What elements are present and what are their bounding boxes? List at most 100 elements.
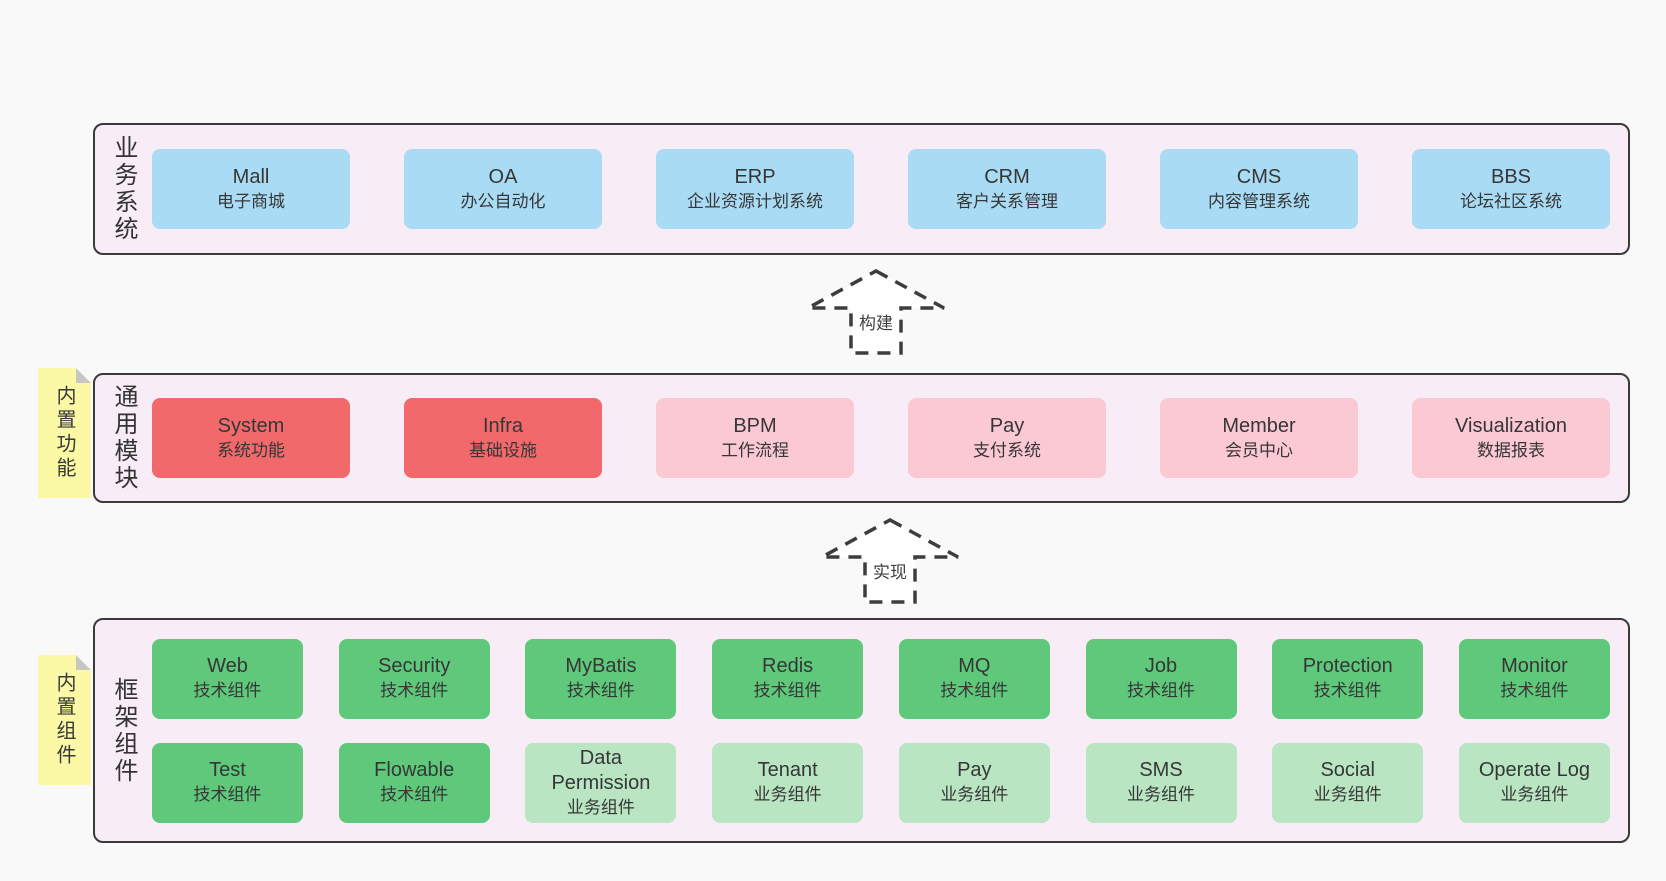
- folded-corner-icon: [76, 368, 91, 383]
- box-subtitle: 技术组件: [1127, 681, 1196, 700]
- box-subtitle: 客户关系管理: [956, 191, 1058, 211]
- box-bbs: BBS 论坛社区系统: [1412, 149, 1610, 229]
- layer-label-framework-components: 框架组件: [110, 676, 137, 785]
- sticky-note-text: 内置组件: [53, 672, 75, 768]
- box-title: SMS: [1139, 759, 1183, 781]
- box-subtitle: 技术组件: [566, 681, 635, 700]
- box-title: Pay: [989, 414, 1025, 437]
- box-visualization: Visualization 数据报表: [1412, 398, 1610, 478]
- box-mall: Mall 电子商城: [152, 149, 350, 229]
- box-title: MyBatis: [565, 655, 637, 677]
- box-flowable: Flowable 技术组件: [338, 742, 490, 823]
- box-bpm: BPM 工作流程: [656, 398, 854, 478]
- box-mq: MQ 技术组件: [898, 638, 1050, 719]
- box-subtitle: 业务组件: [1127, 785, 1196, 804]
- layer-common-modules: 通用模块 System 系统功能 Infra 基础设施 BPM 工作流程 Pay…: [93, 373, 1630, 503]
- box-web: Web 技术组件: [152, 638, 303, 719]
- box-crm: CRM 客户关系管理: [908, 149, 1106, 229]
- box-subtitle: 技术组件: [380, 681, 449, 700]
- box-title: Data Permission: [551, 746, 651, 794]
- sticky-note-built-in-features: 内置功能: [38, 368, 91, 498]
- box-subtitle: 办公自动化: [460, 191, 546, 211]
- box-subtitle: 业务组件: [753, 785, 822, 804]
- box-title: MQ: [958, 655, 991, 677]
- layer-label-common-modules: 通用模块: [110, 384, 137, 492]
- box-oa: OA 办公自动化: [404, 149, 602, 229]
- box-title: Visualization: [1455, 414, 1567, 437]
- box-subtitle: 会员中心: [1225, 440, 1293, 460]
- box-title: Infra: [482, 414, 524, 437]
- arrow-implement: 实现: [818, 516, 962, 606]
- box-subtitle: 企业资源计划系统: [687, 191, 823, 211]
- box-redis: Redis 技术组件: [712, 638, 864, 719]
- box-subtitle: 内容管理系统: [1208, 191, 1310, 211]
- box-title: BBS: [1490, 165, 1532, 188]
- box-title: Monitor: [1501, 655, 1568, 677]
- box-title: Web: [207, 655, 248, 677]
- box-title: Job: [1144, 655, 1178, 677]
- folded-corner-icon: [76, 655, 91, 670]
- box-subtitle: 电子商城: [217, 191, 285, 211]
- box-pay-business: Pay 业务组件: [898, 742, 1050, 823]
- box-row: Web 技术组件 Security 技术组件 MyBatis 技术组件 Redi…: [152, 638, 1610, 719]
- box-row: Test 技术组件 Flowable 技术组件 Data Permission …: [152, 742, 1610, 823]
- layer-business-systems: 业务系统 Mall 电子商城 OA 办公自动化 ERP 企业资源计划系统 CRM…: [93, 123, 1630, 255]
- arrow-build: 构建: [804, 267, 948, 357]
- box-subtitle: 业务组件: [566, 797, 635, 817]
- box-job: Job 技术组件: [1085, 638, 1237, 719]
- box-mybatis: MyBatis 技术组件: [525, 638, 677, 719]
- box-subtitle: 技术组件: [940, 681, 1009, 700]
- box-title: Mall: [232, 165, 270, 188]
- box-title: System: [217, 414, 285, 437]
- box-subtitle: 业务组件: [1500, 785, 1569, 804]
- box-title: Member: [1222, 414, 1296, 437]
- box-pay: Pay 支付系统: [908, 398, 1106, 478]
- layer-content: Web 技术组件 Security 技术组件 MyBatis 技术组件 Redi…: [152, 620, 1628, 841]
- box-subtitle: 论坛社区系统: [1460, 191, 1562, 211]
- box-cms: CMS 内容管理系统: [1160, 149, 1358, 229]
- box-infra: Infra 基础设施: [404, 398, 602, 478]
- sticky-note-built-in-components: 内置组件: [38, 655, 91, 785]
- box-title: Operate Log: [1478, 759, 1591, 781]
- box-title: Security: [378, 655, 451, 677]
- box-social: Social 业务组件: [1272, 742, 1424, 823]
- sticky-note-text: 内置功能: [53, 385, 75, 481]
- box-subtitle: 支付系统: [973, 440, 1041, 460]
- box-row: Mall 电子商城 OA 办公自动化 ERP 企业资源计划系统 CRM 客户关系…: [152, 149, 1610, 229]
- box-subtitle: 技术组件: [193, 681, 262, 700]
- box-tenant: Tenant 业务组件: [712, 742, 864, 823]
- box-data-permission: Data Permission 业务组件: [525, 742, 677, 823]
- box-title: Redis: [762, 655, 814, 677]
- box-security: Security 技术组件: [338, 638, 490, 719]
- box-subtitle: 数据报表: [1477, 440, 1545, 460]
- box-system: System 系统功能: [152, 398, 350, 478]
- box-title: OA: [488, 165, 518, 188]
- box-title: Protection: [1302, 655, 1393, 677]
- box-protection: Protection 技术组件: [1272, 638, 1424, 719]
- arrow-label: 构建: [856, 309, 896, 334]
- layer-content: Mall 电子商城 OA 办公自动化 ERP 企业资源计划系统 CRM 客户关系…: [152, 125, 1628, 253]
- box-title: Pay: [957, 759, 992, 781]
- box-title: BPM: [733, 414, 777, 437]
- box-title: ERP: [734, 165, 776, 188]
- box-subtitle: 工作流程: [721, 440, 789, 460]
- box-operate-log: Operate Log 业务组件: [1458, 742, 1610, 823]
- box-subtitle: 业务组件: [1313, 785, 1382, 804]
- box-subtitle: 业务组件: [940, 785, 1009, 804]
- box-subtitle: 技术组件: [380, 785, 449, 804]
- box-title: CMS: [1236, 165, 1282, 188]
- arrow-label: 实现: [870, 558, 910, 583]
- box-subtitle: 基础设施: [469, 440, 537, 460]
- box-title: CRM: [984, 165, 1030, 188]
- box-subtitle: 技术组件: [753, 681, 822, 700]
- box-subtitle: 技术组件: [1313, 681, 1382, 700]
- box-title: Test: [209, 759, 246, 781]
- box-subtitle: 系统功能: [217, 440, 285, 460]
- box-sms: SMS 业务组件: [1085, 742, 1237, 823]
- layer-content: System 系统功能 Infra 基础设施 BPM 工作流程 Pay 支付系统…: [152, 375, 1628, 501]
- layer-framework-components: 框架组件 Web 技术组件 Security 技术组件 MyBatis 技术组件…: [93, 618, 1630, 843]
- box-title: Social: [1320, 759, 1375, 781]
- box-erp: ERP 企业资源计划系统: [656, 149, 854, 229]
- box-row: System 系统功能 Infra 基础设施 BPM 工作流程 Pay 支付系统…: [152, 398, 1610, 478]
